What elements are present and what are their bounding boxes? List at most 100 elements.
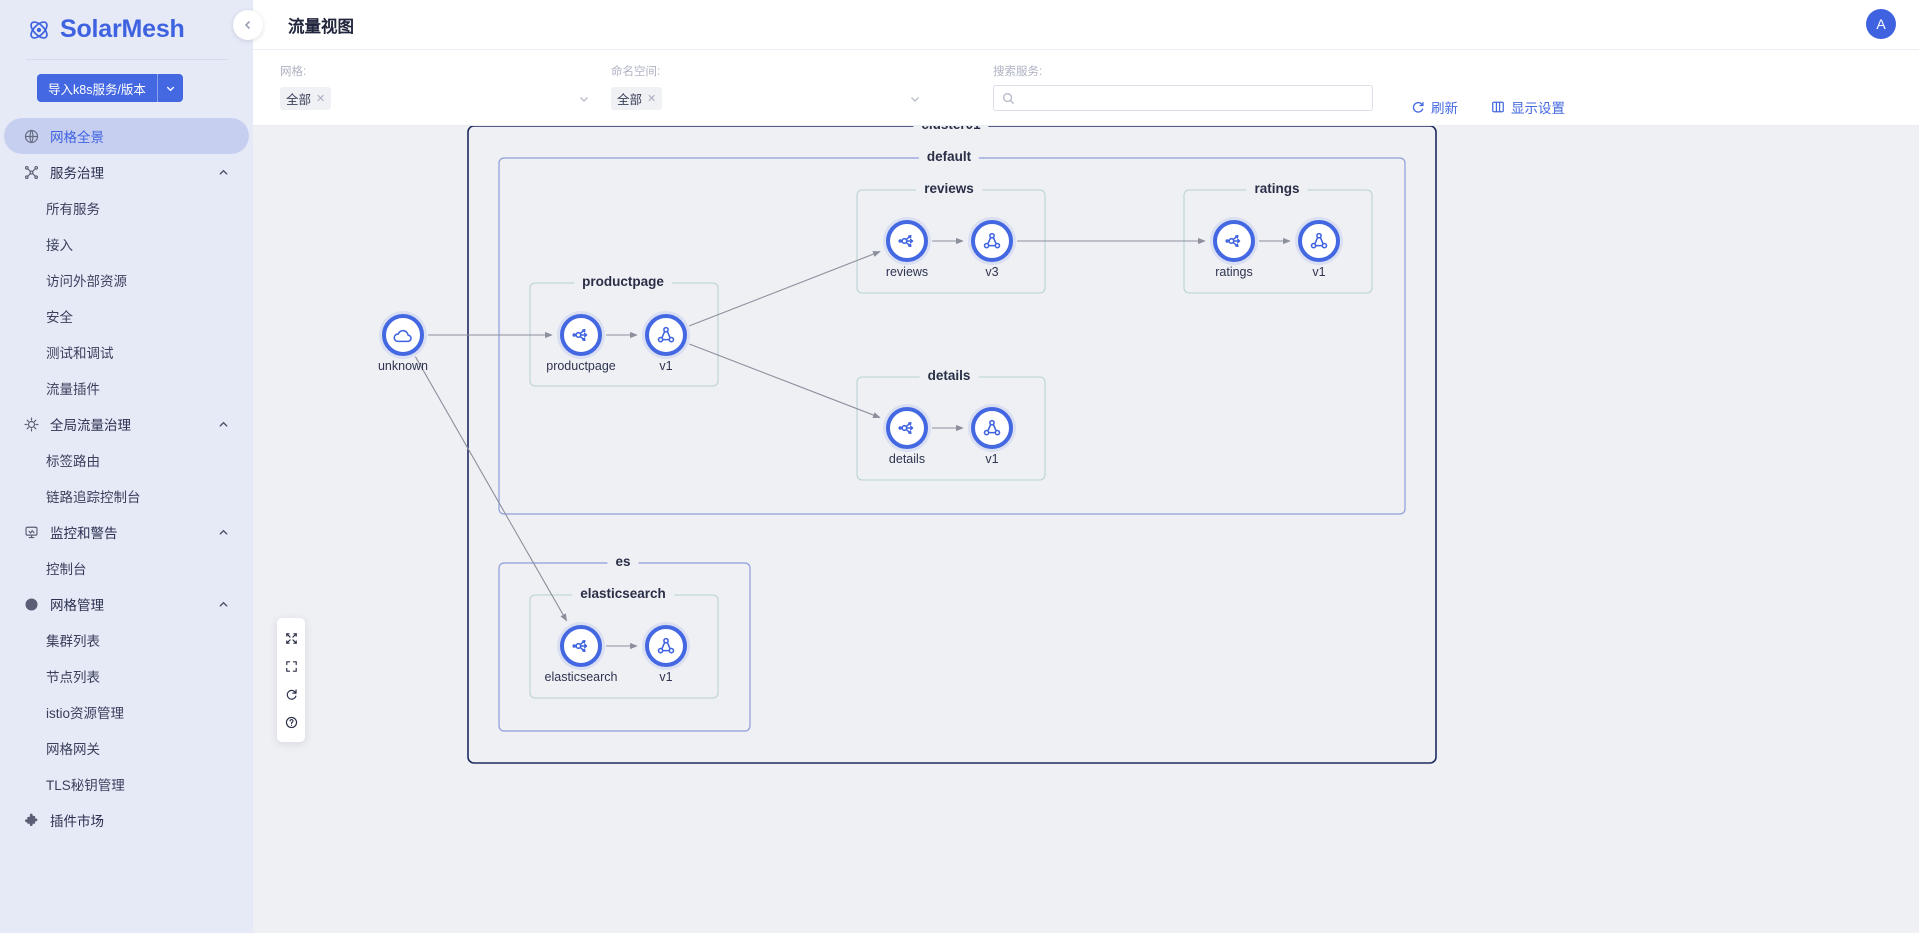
sidebar-item-0[interactable]: 网格全景 (4, 118, 249, 154)
sidebar-subitem-15[interactable]: 节点列表 (0, 658, 253, 694)
sidebar-subitem-label: 所有服务 (46, 202, 100, 217)
fit-view-button[interactable] (277, 624, 305, 652)
search-filter-label: 搜索服务: (993, 66, 1043, 78)
sidebar-subitem-14[interactable]: 集群列表 (0, 622, 253, 658)
reset-button[interactable] (277, 680, 305, 708)
graph-node-ratings-svc[interactable] (1213, 220, 1255, 262)
sidebar-item-8[interactable]: 全局流量治理 (4, 406, 249, 442)
sidebar-subitem-2[interactable]: 所有服务 (0, 190, 253, 226)
chevron-down-icon[interactable] (156, 74, 183, 102)
sidebar-subitem-label: 网格网关 (46, 742, 100, 757)
graph-node-details-svc[interactable] (886, 407, 928, 449)
sidebar-subitem-12[interactable]: 控制台 (0, 550, 253, 586)
graph-node-reviews-svc[interactable] (886, 220, 928, 262)
chevron-up-icon[interactable] (218, 527, 229, 538)
graph-node-productpage-svc[interactable] (560, 314, 602, 356)
graph-node-label: productpage (546, 359, 616, 373)
cluster-icon-wrap: SM (24, 597, 39, 612)
search-icon (1003, 92, 1015, 104)
import-k8s-service-button[interactable]: 导入k8s服务/版本 (37, 74, 183, 102)
chevron-up-icon[interactable] (218, 167, 229, 178)
mesh-icon (25, 165, 38, 179)
graph-node-label: elasticsearch (544, 670, 618, 684)
fullscreen-frame-icon (285, 660, 297, 672)
mesh-icon-wrap (24, 165, 39, 180)
cloud-icon (393, 329, 412, 343)
service-icon (572, 329, 588, 341)
display-settings-button-label: 显示设置 (1511, 101, 1565, 116)
mesh-filter-select[interactable]: 全部 ✕ (280, 85, 590, 111)
graph-node-unknown[interactable] (382, 314, 424, 356)
avatar[interactable]: A (1866, 9, 1896, 39)
group-label-svc-productpage: productpage (574, 274, 672, 289)
sidebar-subitem-label: TLS秘钥管理 (46, 778, 125, 793)
version-icon (657, 326, 675, 343)
version-icon (1310, 232, 1328, 249)
sidebar-collapse-button[interactable] (233, 10, 263, 40)
sidebar-subitem-4[interactable]: 访问外部资源 (0, 262, 253, 298)
traffic-icon-wrap (24, 417, 39, 432)
search-input[interactable] (1021, 90, 1364, 106)
namespace-filter-select[interactable]: 全部 ✕ (611, 85, 921, 111)
chevron-down-icon[interactable] (909, 93, 921, 105)
graph-node-label: unknown (377, 359, 429, 373)
sidebar-subitem-label: istio资源管理 (46, 706, 125, 721)
graph-node-ratings-v1[interactable] (1298, 220, 1340, 262)
refresh-button[interactable]: 刷新 (1411, 97, 1458, 117)
sidebar-subitem-label: 流量插件 (46, 382, 100, 397)
chevron-up-icon[interactable] (218, 599, 229, 610)
graph-node-label: ratings (1215, 265, 1253, 279)
graph-node-label: reviews (885, 265, 929, 279)
namespace-filter: 命名空间: 全部 ✕ (611, 63, 921, 111)
graph-node-details-v1[interactable] (971, 407, 1013, 449)
sidebar-subitem-18[interactable]: TLS秘钥管理 (0, 766, 253, 802)
graph-canvas[interactable]: cluster01defaultreviewsratingsproductpag… (253, 126, 1919, 933)
sidebar-subitem-6[interactable]: 测试和调试 (0, 334, 253, 370)
graph-node-productpage-v1[interactable] (645, 314, 687, 356)
sidebar-subitem-17[interactable]: 网格网关 (0, 730, 253, 766)
refresh-button-label: 刷新 (1431, 101, 1458, 116)
fullscreen-button[interactable] (277, 652, 305, 680)
top-bar: 流量视图 A (253, 0, 1919, 50)
search-box[interactable] (993, 85, 1373, 111)
brand[interactable]: SolarMesh (0, 0, 253, 59)
chevron-down-icon[interactable] (578, 93, 590, 105)
group-box-ns-default (498, 157, 1406, 515)
sidebar-subitem-3[interactable]: 接入 (0, 226, 253, 262)
sidebar-nav: 网格全景服务治理所有服务接入访问外部资源安全测试和调试流量插件全局流量治理标签路… (0, 115, 253, 933)
monitor-icon (25, 526, 38, 538)
sidebar-subitem-5[interactable]: 安全 (0, 298, 253, 334)
sidebar-subitem-9[interactable]: 标签路由 (0, 442, 253, 478)
expand-arrows-icon (285, 632, 297, 644)
sidebar-item-label: 插件市场 (50, 814, 104, 829)
group-label-ns-es: es (607, 554, 639, 569)
namespace-filter-value: 全部 (617, 92, 643, 107)
sidebar: SolarMesh 导入k8s服务/版本 网格全景服务治理所有服务接入访问外部资… (0, 0, 253, 933)
brand-name: SolarMesh (60, 15, 185, 43)
sidebar-subitem-label: 集群列表 (46, 634, 100, 649)
graph-node-elasticsearch-v1[interactable] (645, 625, 687, 667)
traffic-icon (24, 417, 39, 431)
help-button[interactable] (277, 708, 305, 736)
service-icon (1225, 235, 1241, 247)
version-icon (657, 637, 675, 654)
sidebar-item-1[interactable]: 服务治理 (4, 154, 249, 190)
sidebar-subitem-7[interactable]: 流量插件 (0, 370, 253, 406)
sidebar-item-label: 网格全景 (50, 130, 104, 145)
divider (26, 59, 227, 60)
graph-node-label: v1 (1312, 265, 1326, 279)
close-icon[interactable]: ✕ (316, 92, 326, 105)
sidebar-subitem-label: 访问外部资源 (46, 274, 127, 289)
graph-node-elasticsearch-svc[interactable] (560, 625, 602, 667)
close-icon[interactable]: ✕ (647, 92, 657, 105)
display-settings-button[interactable]: 显示设置 (1491, 97, 1565, 117)
page-title: 流量视图 (288, 17, 354, 36)
graph-node-reviews-v3[interactable] (971, 220, 1013, 262)
sidebar-item-11[interactable]: 监控和警告 (4, 514, 249, 550)
sidebar-item-19[interactable]: 插件市场 (4, 802, 249, 838)
graph-edges-and-groups (414, 126, 1437, 764)
sidebar-subitem-16[interactable]: istio资源管理 (0, 694, 253, 730)
sidebar-subitem-10[interactable]: 链路追踪控制台 (0, 478, 253, 514)
chevron-up-icon[interactable] (218, 419, 229, 430)
